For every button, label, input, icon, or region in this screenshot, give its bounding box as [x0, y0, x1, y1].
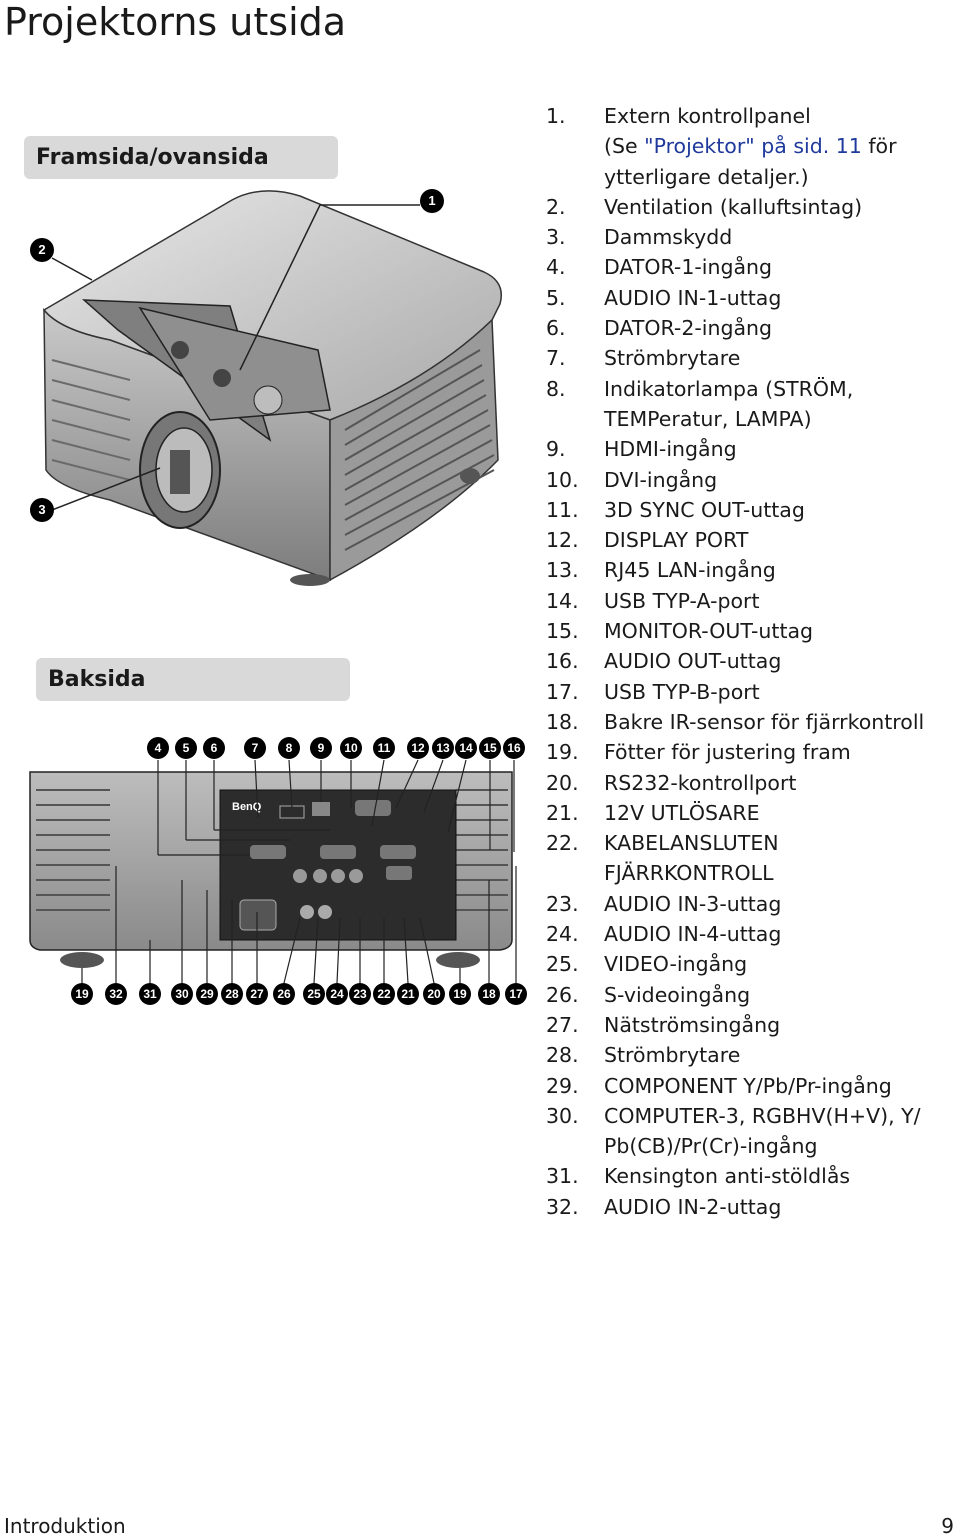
footer-section: Introduktion [4, 1514, 126, 1538]
callout-back-bottom: 19 [449, 983, 471, 1005]
legend-item: 25.VIDEO-ingång [546, 952, 748, 977]
legend-item: 13.RJ45 LAN-ingång [546, 558, 776, 583]
callout-back-bottom: 18 [478, 983, 500, 1005]
legend-item: 31.Kensington anti-stöldlås [546, 1164, 851, 1189]
callout-back-bottom: 30 [171, 983, 193, 1005]
section-label-back: Baksida [36, 658, 350, 701]
legend-list: 1. Extern kontrollpanel (Se "Projektor" … [546, 101, 956, 1222]
callout-back-bottom: 27 [246, 983, 268, 1005]
legend-item: 8.Indikatorlampa (STRÖM,TEMPeratur, LAMP… [546, 376, 854, 431]
callout-back-top: 7 [244, 737, 266, 759]
callout-back-top: 13 [432, 737, 454, 759]
page-link[interactable]: "Projektor" på sid. 11 [644, 134, 862, 159]
callout-back-top: 12 [407, 737, 429, 759]
callout-back-top: 9 [310, 737, 332, 759]
legend-item: 26.S-videoingång [546, 982, 751, 1007]
legend-item: 20.RS232-kontrollport [546, 770, 797, 795]
legend-item: 9.HDMI-ingång [546, 437, 737, 462]
legend-item: 27.Nätströmsingång [546, 1012, 781, 1037]
projector-back-illustration: BenQ [29, 759, 517, 984]
footer-page-number: 9 [941, 1514, 954, 1538]
callout-back-top: 8 [278, 737, 300, 759]
callout-back-bottom: 21 [397, 983, 419, 1005]
legend-item: 1. Extern kontrollpanel (Se "Projektor" … [546, 104, 897, 189]
callout-back-bottom: 26 [273, 983, 295, 1005]
callout-back-bottom: 29 [196, 983, 218, 1005]
callout-back-bottom: 25 [303, 983, 325, 1005]
legend-item: 23.AUDIO IN-3-uttag [546, 891, 782, 916]
legend-item: 30.COMPUTER-3, RGBHV(H+V), Y/Pb(CB)/Pr(C… [546, 1103, 921, 1159]
legend-item: 5.AUDIO IN-1-uttag [546, 285, 782, 310]
legend-item: 16.AUDIO OUT-uttag [546, 649, 782, 674]
section-label-front: Framsida/ovansida [24, 136, 338, 179]
callout-back-bottom: 23 [349, 983, 371, 1005]
callout-back-top: 5 [175, 737, 197, 759]
legend-item: 2.Ventilation (kalluftsintag) [546, 194, 863, 219]
legend-item: 32.AUDIO IN-2-uttag [546, 1194, 782, 1219]
legend-item: 10.DVI-ingång [546, 467, 718, 492]
legend-item: 3.Dammskydd [546, 225, 733, 250]
page-title: Projektorns utsida [4, 0, 347, 44]
callout-back-top: 10 [340, 737, 362, 759]
legend-item: 29.COMPONENT Y/Pb/Pr-ingång [546, 1073, 892, 1098]
callout-back-bottom: 20 [423, 983, 445, 1005]
legend-item: 11.3D SYNC OUT-uttag [546, 497, 805, 522]
legend-item: 14.USB TYP-A-port [546, 588, 760, 613]
legend-item: 18.Bakre IR-sensor för fjärrkontroll [546, 709, 925, 734]
callout-back-bottom: 28 [221, 983, 243, 1005]
callout-2: 2 [30, 238, 54, 262]
callout-back-top: 6 [203, 737, 225, 759]
callout-back-top: 14 [455, 737, 477, 759]
callout-back-top: 11 [373, 737, 395, 759]
callout-back-top: 15 [479, 737, 501, 759]
callout-back-bottom: 22 [373, 983, 395, 1005]
callout-3: 3 [30, 498, 54, 522]
callout-back-top: 4 [147, 737, 169, 759]
callout-1: 1 [420, 189, 444, 213]
legend-item: 21.12V UTLÖSARE [546, 800, 760, 825]
legend-item: 12.DISPLAY PORT [546, 528, 749, 553]
legend-item: 28.Strömbrytare [546, 1043, 741, 1068]
callout-back-top: 16 [503, 737, 525, 759]
legend-item: 4.DATOR-1-ingång [546, 255, 773, 280]
callout-back-bottom: 24 [326, 983, 348, 1005]
legend-item: 7.Strömbrytare [546, 346, 741, 371]
projector-front-illustration [42, 190, 502, 586]
brand-logo: BenQ [232, 801, 262, 813]
callout-back-bottom: 19 [71, 983, 93, 1005]
legend-item: 17.USB TYP-B-port [546, 679, 760, 704]
callout-back-bottom: 31 [139, 983, 161, 1005]
legend-item: 6.DATOR-2-ingång [546, 316, 773, 341]
legend-item: 19.Fötter för justering fram [546, 740, 851, 765]
callout-back-bottom: 17 [505, 983, 527, 1005]
legend-item: 24.AUDIO IN-4-uttag [546, 922, 782, 947]
legend-item: 15.MONITOR-OUT-uttag [546, 619, 814, 644]
callout-back-bottom: 32 [105, 983, 127, 1005]
